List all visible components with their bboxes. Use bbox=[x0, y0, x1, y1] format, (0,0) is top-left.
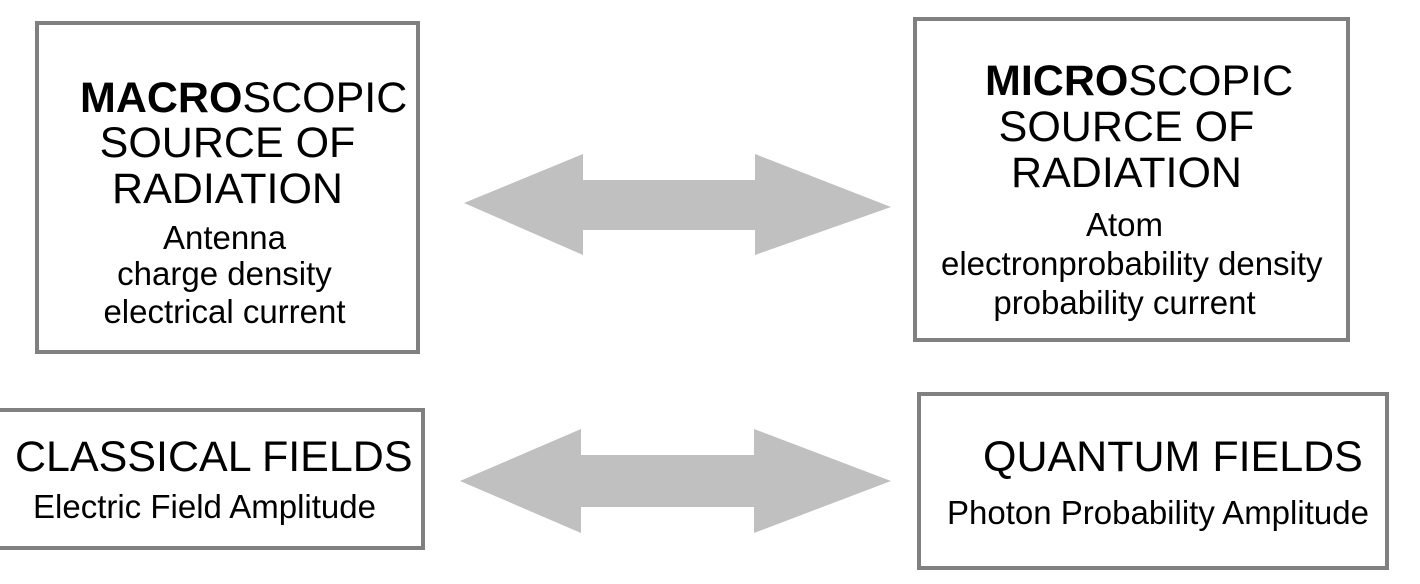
quantum-fields-title: QUANTUM FIELDS bbox=[983, 433, 1363, 481]
quantum-fields-box: QUANTUM FIELDS Photon Probability Amplit… bbox=[917, 392, 1389, 570]
macro-title-line1: MACROSCOPIC bbox=[80, 77, 407, 120]
classical-fields-box: CLASSICAL FIELDS Electric Field Amplitud… bbox=[0, 408, 425, 550]
micro-detail-line3: probability current bbox=[993, 284, 1256, 321]
macro-title-bold: MACRO bbox=[80, 74, 243, 122]
double-arrow-shape-top bbox=[464, 154, 891, 255]
double-arrow-shape-bottom bbox=[460, 429, 891, 533]
macro-detail-line1: Antenna bbox=[163, 219, 286, 256]
micro-title-bold: MICRO bbox=[985, 57, 1129, 105]
classical-fields-title: CLASSICAL FIELDS bbox=[15, 433, 413, 481]
macro-title-rest: SCOPIC bbox=[242, 74, 408, 122]
macroscopic-source-box: MACROSCOPIC SOURCE OF RADIATION Antenna … bbox=[35, 21, 420, 354]
macro-detail-line2: charge density bbox=[117, 255, 332, 292]
micro-title-line1: MICROSCOPIC bbox=[985, 60, 1293, 103]
micro-title-rest: SCOPIC bbox=[1128, 57, 1294, 105]
micro-title-line3: RADIATION bbox=[1011, 149, 1242, 197]
macro-detail-line3: electrical current bbox=[103, 293, 346, 330]
micro-detail-line2: electronprobability density bbox=[941, 245, 1323, 282]
microscopic-source-box: MICROSCOPIC SOURCE OF RADIATION Atom ele… bbox=[913, 17, 1350, 342]
classical-fields-detail: Electric Field Amplitude bbox=[33, 488, 376, 525]
macro-title-line2: SOURCE OF bbox=[99, 119, 356, 167]
quantum-fields-detail: Photon Probability Amplitude bbox=[947, 494, 1369, 531]
macro-title-line3: RADIATION bbox=[112, 165, 343, 213]
micro-title-line2: SOURCE OF bbox=[998, 103, 1255, 151]
micro-detail-line1: Atom bbox=[1085, 206, 1164, 243]
